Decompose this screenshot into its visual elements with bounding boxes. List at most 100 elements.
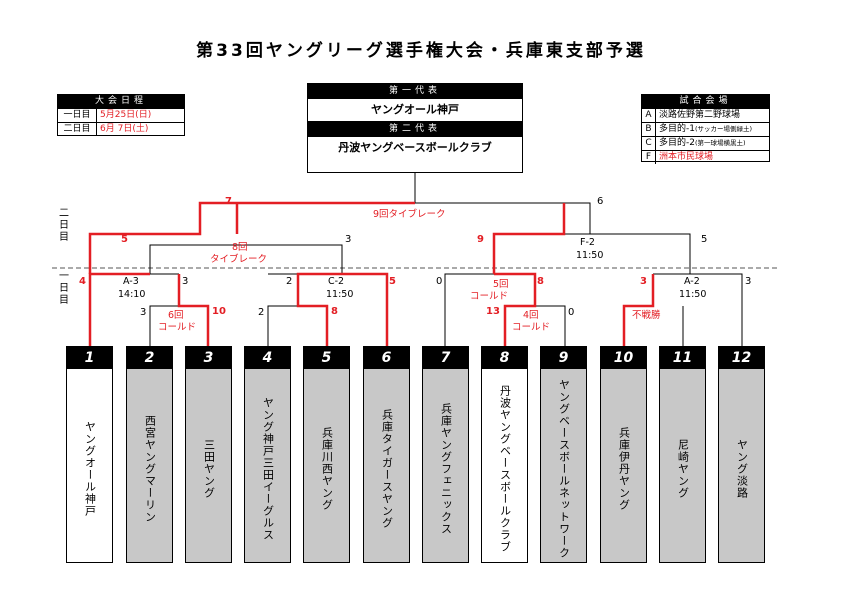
venue-name: 多目的-1(サッカー場側緑土) [656,123,769,136]
day2-label: 二日目 [59,208,69,243]
page-title: 第33回ヤングリーグ選手権大会・兵庫東支部予選 [196,41,646,61]
score: 3 [640,276,647,287]
team-card: 9 ヤングベースボールネットワーク [540,346,587,563]
team-card: 4 ヤング神戸三田イーグルス [244,346,291,563]
win-line [177,274,210,346]
team-name: 兵庫ヤングフェニックス [439,403,453,535]
score: 3 [182,276,189,287]
win-line [342,272,389,346]
team-name: 兵庫川西ヤング [320,427,334,511]
game-a2: A-2 [684,276,700,287]
team-name: ヤング淡路 [735,439,749,499]
note-6kai: 6回 [168,310,184,321]
note-9kai-tiebreak: 9回タイブレーク [373,209,446,220]
bracket-line [535,305,566,346]
note-fusen: 不戦勝 [632,310,661,321]
score: 5 [121,234,128,245]
game-f2-time: 11:50 [576,250,604,261]
win-line [150,201,415,236]
team-number: 9 [541,347,586,369]
team-number: 11 [660,347,705,369]
venue-name-text: 多目的-2 [659,138,695,148]
team-card: 12 ヤング淡路 [718,346,765,563]
win-line [492,203,566,274]
score: 3 [345,234,352,245]
venue-key: C [642,137,656,150]
team-number: 5 [304,347,349,369]
bracket-line [267,305,298,346]
game-f2: F-2 [580,237,595,248]
schedule-date: 6月 7日(土) [100,124,149,134]
venue-row: A 淡路佐野第二野球場 [642,108,769,122]
team-name: 兵庫伊丹ヤング [617,427,631,511]
team-card: 2 西宮ヤングマーリン [126,346,173,563]
note-cold: コールド [158,322,197,333]
score: 9 [477,234,484,245]
team-card: 5 兵庫川西ヤング [303,346,350,563]
venue-note: (第一球場横黒土) [694,139,746,147]
score: 3 [745,276,752,287]
team-card: 10 兵庫伊丹ヤング [600,346,647,563]
game-c2-time: 11:50 [326,289,354,300]
venue-key: B [642,123,656,136]
score: 0 [436,276,443,287]
venue-header: 試合会場 [642,95,769,108]
team-number: 12 [719,347,764,369]
team-number: 10 [601,347,646,369]
score: 8 [537,276,544,287]
bracket-line [149,244,268,274]
first-rep-label: 第一代表 [308,84,522,99]
score: 5 [701,234,708,245]
score: 13 [486,306,500,317]
venue-box: 試合会場 A 淡路佐野第二野球場 B 多目的-1(サッカー場側緑土) C 多目的… [641,94,770,164]
score: 8 [331,306,338,317]
venue-note: (サッカー場側緑土) [694,125,753,133]
venue-name: 淡路佐野第二野球場 [659,110,741,120]
team-name: 兵庫タイガースヤング [380,409,394,529]
score: 5 [389,276,396,287]
team-name: ヤング神戸三田イーグルス [261,397,275,541]
score: 2 [258,307,265,318]
bracket-line [415,202,591,234]
team-number: 1 [67,347,112,369]
team-card: 6 兵庫タイガースヤング [363,346,410,563]
schedule-row: 二日目 6月 7日(土) [58,122,184,136]
team-name: 西宮ヤングマーリン [143,415,157,523]
schedule-header: 大会日程 [58,95,184,108]
schedule-day: 二日目 [58,123,97,136]
note-5kai: 5回 [493,279,509,290]
team-number: 4 [245,347,290,369]
score: 10 [212,306,226,317]
game-a2-time: 11:50 [679,289,707,300]
schedule-date: 5月25日(日) [100,110,152,120]
bracket-line [149,305,179,346]
win-line [88,232,150,274]
second-rep-label: 第二代表 [308,122,522,137]
loser-lines [149,173,743,346]
schedule-row: 一日目 5月25日(日) [58,108,184,122]
venue-row: B 多目的-1(サッカー場側緑土) [642,122,769,136]
team-card: 7 兵庫ヤングフェニックス [422,346,469,563]
score: 4 [79,276,86,287]
schedule-box: 大会日程 一日目 5月25日(日) 二日目 6月 7日(土) [57,94,185,136]
note-4kai: 4回 [523,310,539,321]
score: 6 [597,196,604,207]
team-number: 7 [423,347,468,369]
first-rep-team: ヤングオール神戸 [308,99,522,122]
bracket-line [268,244,343,274]
win-line [622,274,655,346]
schedule-day: 一日目 [58,109,97,122]
team-number: 2 [127,347,172,369]
note-cold: コールド [470,291,509,302]
score: 7 [225,196,232,207]
game-a3-time: 14:10 [118,289,146,300]
venue-key: F [642,151,656,164]
day1-label: 一日目 [59,271,69,306]
note-cold: コールド [512,322,551,333]
game-a3: A-3 [123,276,139,287]
venue-name: 多目的-2(第一球場横黒土) [656,137,769,150]
game-c2: C-2 [328,276,345,287]
team-card: 3 三田ヤング [185,346,232,563]
team-name: 尼崎ヤング [676,439,690,499]
